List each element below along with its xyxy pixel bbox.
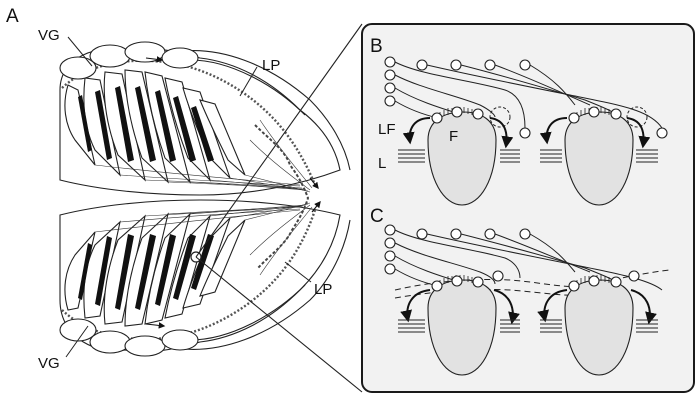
vg-top-label: VG [38, 27, 60, 44]
panel-b-arrow-left-1 [402, 117, 431, 145]
bottom-fan-fibers [94, 202, 313, 276]
zoom-line-top [195, 23, 363, 258]
lf-label: LF [378, 121, 396, 138]
panel-c-l-lines [398, 319, 658, 333]
panel-c: C [370, 206, 671, 376]
bottom-fan [59, 199, 351, 357]
top-fan-fibers [94, 119, 313, 193]
bottom-fan-cells [59, 318, 199, 357]
panel-b-arrow-left-2 [539, 117, 568, 145]
zoom-panel-frame [361, 23, 695, 393]
panel-c-arrow-right-1 [493, 289, 520, 325]
panel-c-arrow-left-2 [537, 289, 568, 323]
panel-b-arrow-right-2 [626, 117, 651, 149]
panel-b-dashed-loop-1 [489, 106, 511, 128]
l-label: L [378, 155, 386, 172]
bottom-fan-black-bars [78, 234, 214, 310]
vg-bottom-pointer [65, 325, 89, 358]
lp-top-label: LP [262, 57, 280, 74]
panel-b: B [370, 36, 668, 206]
vg-bottom-label: VG [38, 355, 60, 372]
panel-c-arrow-right-2 [630, 289, 657, 325]
lp-bottom-label: LP [314, 281, 332, 298]
panel-b-fibers [394, 61, 663, 129]
panel-b-arrow-right-1 [489, 117, 514, 149]
top-fan-black-bars [78, 86, 214, 162]
top-fan-cells [59, 41, 199, 80]
panel-a-label: A [6, 6, 19, 27]
panel-c-label: C [370, 206, 384, 227]
lp-bottom-pointer [284, 261, 312, 283]
panel-b-l-lines [398, 149, 658, 163]
top-fan [59, 41, 351, 196]
vg-top-pointer [67, 36, 93, 67]
panel-c-arrow-left-1 [400, 289, 431, 323]
panel-b-label: B [370, 36, 383, 57]
lp-top-pointer [239, 66, 258, 97]
panel-a-illustration: A VG LP LP VG [6, 6, 363, 393]
zoom-line-bottom [195, 256, 363, 393]
f-label: F [449, 128, 458, 145]
panel-b-dashed-loop-2 [626, 106, 648, 128]
central-junction [254, 124, 310, 269]
panel-c-dashed-wave-1 [394, 269, 671, 291]
zoom-panel: B [361, 23, 695, 393]
